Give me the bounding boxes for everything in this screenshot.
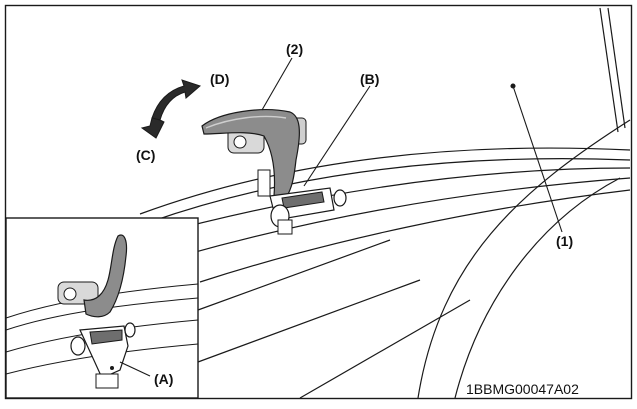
label-b: (B) <box>360 71 379 87</box>
leader-1-dot <box>510 83 516 89</box>
lock-cylinder-b <box>281 191 325 209</box>
label-1: (1) <box>556 233 573 249</box>
handle-stem <box>257 169 271 197</box>
leader-a <box>119 361 151 377</box>
label-a: (A) <box>154 371 173 387</box>
handle-assembly <box>201 109 347 235</box>
handle-lever-2 <box>201 109 300 199</box>
rotation-arrow <box>140 79 201 139</box>
arrow-down-icon <box>140 117 165 139</box>
figure-frame <box>4 4 633 400</box>
label-d: (D) <box>210 71 229 87</box>
label-c: (C) <box>136 147 155 163</box>
lock-knob-right <box>333 189 347 207</box>
inset-handle-lever <box>83 234 128 318</box>
arrow-up-icon <box>151 79 201 121</box>
label-2: (2) <box>286 41 303 57</box>
mount-screw-icon <box>233 135 247 149</box>
figure-code: 1BBMG00047A02 <box>466 381 579 397</box>
handle-highlight <box>205 115 287 129</box>
inset-detail <box>5 217 199 399</box>
leader-lines <box>261 57 563 233</box>
lock-base <box>277 219 293 235</box>
leader-b <box>303 85 371 187</box>
leader-1 <box>512 85 563 233</box>
leader-2 <box>261 57 293 111</box>
body-panel-lines <box>139 7 631 399</box>
